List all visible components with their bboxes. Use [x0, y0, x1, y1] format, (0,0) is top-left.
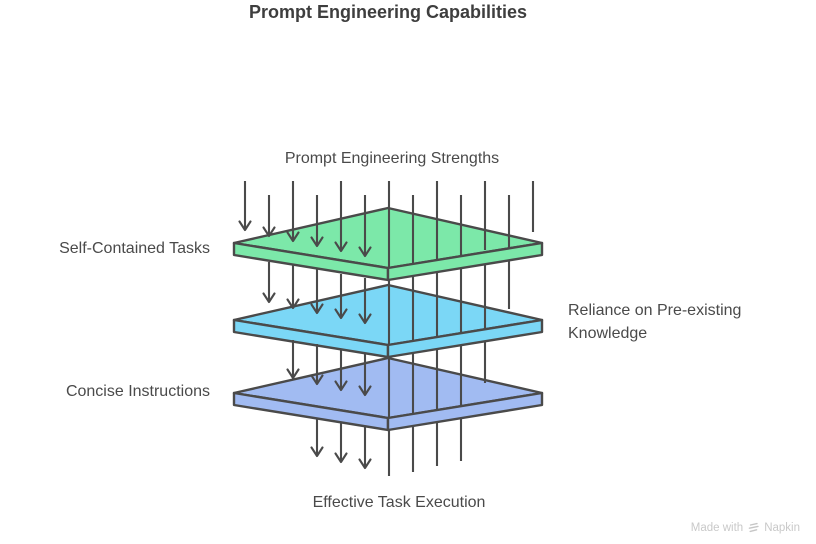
arrow-shafts: [243, 181, 535, 476]
watermark: Made with Napkin: [691, 522, 800, 534]
label-effective-task-execution: Effective Task Execution: [312, 494, 486, 511]
page-title: Prompt Engineering Capabilities: [248, 2, 528, 22]
arrowhead-icon: [238, 220, 372, 470]
watermark-brand: Napkin: [764, 522, 800, 534]
napkin-logo-icon: [748, 522, 759, 533]
down-arrows-group: [238, 181, 535, 476]
label-self-contained-tasks: Self-Contained Tasks: [59, 240, 210, 257]
label-prompt-engineering-strengths: Prompt Engineering Strengths: [284, 150, 500, 167]
label-reliance-on-pre-existing-knowledge: Reliance on Pre-existing Knowledge: [568, 302, 742, 342]
watermark-prefix: Made with: [690, 522, 744, 534]
label-concise-instructions: Concise Instructions: [65, 383, 210, 400]
